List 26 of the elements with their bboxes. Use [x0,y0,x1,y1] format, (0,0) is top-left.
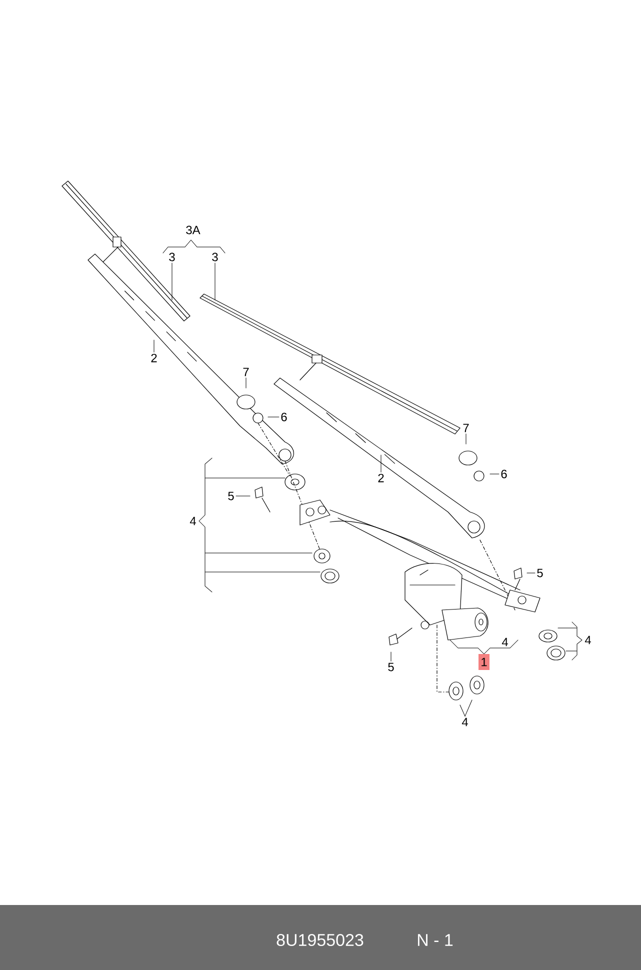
callout-number: 2 [151,354,157,362]
callout-number: 7 [243,368,249,376]
leader-line [268,416,280,418]
callout-number: 3A [186,226,200,234]
callout-number: 6 [281,412,287,422]
leader-line [380,454,382,472]
callout-number: 5 [537,568,543,578]
callout-number: 2 [378,474,384,482]
leader-line [460,704,466,716]
callout-number: 5 [388,662,394,672]
part-number: N - 1 [418,934,453,946]
callout-number: 7 [463,424,469,432]
callout-number: 3 [212,252,218,262]
leader-line [390,652,392,662]
leader-line [526,572,536,574]
callout-number: 4 [584,636,591,644]
leader-line [214,262,216,300]
callout-number: 6 [501,470,507,478]
leader-line [464,700,472,716]
callout-number: 4 [502,638,508,646]
part-number: 8U1955023 [276,934,364,946]
callout-number: 4 [190,516,196,526]
callout-number: 3 [169,252,175,262]
callout-number: 5 [228,492,234,500]
callout-number: 4 [462,718,468,726]
highlighted-callout-number: 1 [478,654,490,670]
